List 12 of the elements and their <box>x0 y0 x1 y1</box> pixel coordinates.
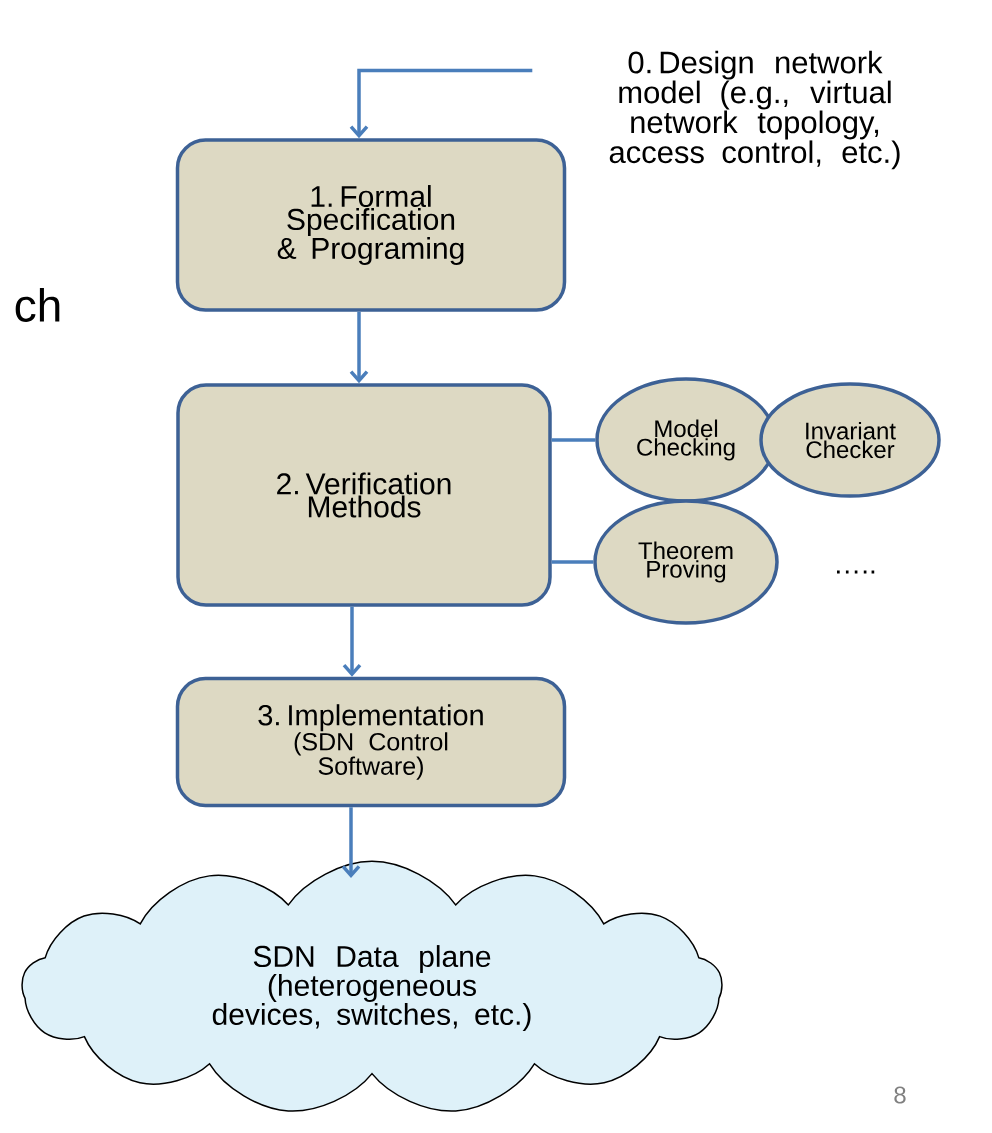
title-fragment: ch <box>15 288 60 322</box>
ellipsis-text: ….. <box>837 570 875 574</box>
page-number: 8 <box>894 1086 906 1104</box>
process-box: 1. Formal Specification & Programing <box>175 138 567 312</box>
arrow <box>342 606 362 677</box>
data-plane-cloud: SDN Data plane (heterogeneous devices, switches, etc.) <box>21 860 723 1112</box>
arrow <box>341 807 361 878</box>
step-text: 0. Design network model (e.g., virtual network topology, access control, etc.) <box>609 50 900 170</box>
arrow <box>349 68 533 139</box>
process-box: 3. Implementation (SDN Control Software) <box>175 676 567 808</box>
process-box: 2. Verification Methods <box>176 383 552 607</box>
arrow <box>349 311 369 384</box>
